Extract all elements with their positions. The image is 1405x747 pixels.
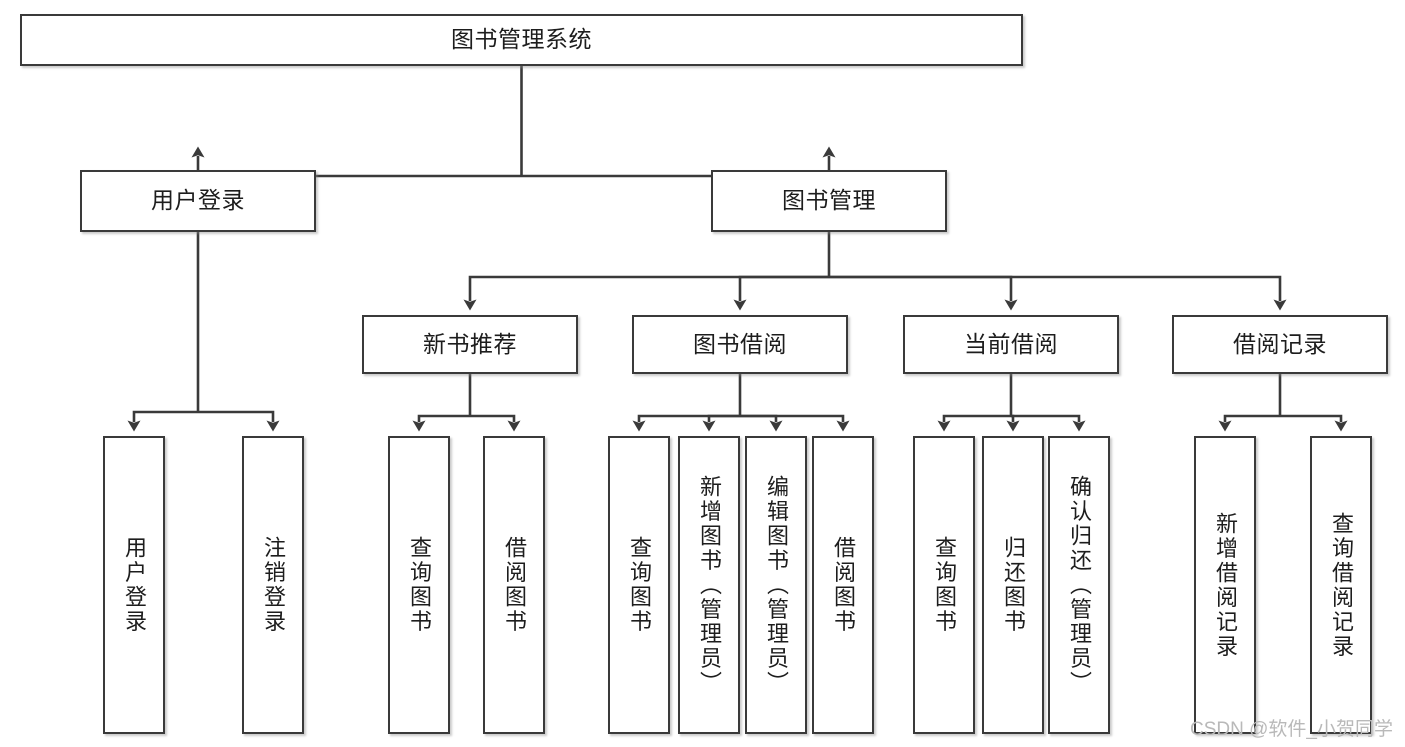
node-root[interactable]: 图书管理系统 xyxy=(20,14,1023,66)
node-new-book-rec[interactable]: 新书推荐 xyxy=(362,315,578,374)
node-label-root: 图书管理系统 xyxy=(451,26,592,53)
connector xyxy=(470,414,521,432)
connector xyxy=(740,414,850,432)
connector xyxy=(1280,414,1348,432)
node-leaf-cb-query[interactable]: 查询图书 xyxy=(913,436,975,734)
node-label-leaf-user-login: 用户登录 xyxy=(122,536,147,634)
node-label-leaf-br-add: 新增借阅记录 xyxy=(1213,511,1238,659)
connector xyxy=(1011,414,1086,432)
node-label-new-book-rec: 新书推荐 xyxy=(423,330,517,357)
node-label-leaf-bb-borrow: 借阅图书 xyxy=(831,536,856,634)
node-leaf-br-add[interactable]: 新增借阅记录 xyxy=(1194,436,1256,734)
node-book-borrow[interactable]: 图书借阅 xyxy=(632,315,848,374)
connector xyxy=(198,410,280,432)
node-book-manage[interactable]: 图书管理 xyxy=(711,170,947,232)
node-label-user-login: 用户登录 xyxy=(151,187,245,214)
connector xyxy=(702,414,740,432)
edge-group xyxy=(127,66,1348,432)
node-label-leaf-bb-add: 新增图书（管理员） xyxy=(697,474,722,696)
node-leaf-bb-edit[interactable]: 编辑图书（管理员） xyxy=(745,436,807,734)
node-label-leaf-user-logout: 注销登录 xyxy=(261,536,286,634)
node-label-borrow-record: 借阅记录 xyxy=(1233,330,1327,357)
connector xyxy=(412,414,470,432)
node-label-book-borrow: 图书借阅 xyxy=(693,330,787,357)
node-label-book-manage: 图书管理 xyxy=(782,187,876,214)
connector xyxy=(829,275,1287,311)
connector xyxy=(632,414,740,432)
node-label-leaf-cb-confirm: 确认归还（管理员） xyxy=(1067,474,1092,696)
connector xyxy=(463,275,829,311)
connector xyxy=(829,275,1018,311)
node-leaf-br-query[interactable]: 查询借阅记录 xyxy=(1310,436,1372,734)
connector xyxy=(1218,414,1280,432)
node-label-current-borrow: 当前借阅 xyxy=(964,330,1058,357)
node-leaf-bb-add[interactable]: 新增图书（管理员） xyxy=(678,436,740,734)
node-label-leaf-bb-edit: 编辑图书（管理员） xyxy=(764,474,789,696)
node-label-leaf-bb-query: 查询图书 xyxy=(627,536,652,634)
node-label-leaf-rec-query: 查询图书 xyxy=(407,536,432,634)
node-leaf-cb-return[interactable]: 归还图书 xyxy=(982,436,1044,734)
node-label-leaf-br-query: 查询借阅记录 xyxy=(1329,511,1354,659)
node-label-leaf-cb-return: 归还图书 xyxy=(1001,536,1026,634)
node-label-leaf-rec-borrow: 借阅图书 xyxy=(502,536,527,634)
node-label-leaf-cb-query: 查询图书 xyxy=(932,536,957,634)
node-current-borrow[interactable]: 当前借阅 xyxy=(903,315,1119,374)
connector xyxy=(127,410,198,432)
node-leaf-bb-query[interactable]: 查询图书 xyxy=(608,436,670,734)
node-borrow-record[interactable]: 借阅记录 xyxy=(1172,315,1388,374)
node-leaf-rec-query[interactable]: 查询图书 xyxy=(388,436,450,734)
node-leaf-rec-borrow[interactable]: 借阅图书 xyxy=(483,436,545,734)
node-leaf-user-login[interactable]: 用户登录 xyxy=(103,436,165,734)
node-leaf-cb-confirm[interactable]: 确认归还（管理员） xyxy=(1048,436,1110,734)
connector xyxy=(733,275,829,311)
connector xyxy=(937,414,1011,432)
node-leaf-bb-borrow[interactable]: 借阅图书 xyxy=(812,436,874,734)
node-leaf-user-logout[interactable]: 注销登录 xyxy=(242,436,304,734)
node-user-login[interactable]: 用户登录 xyxy=(80,170,316,232)
